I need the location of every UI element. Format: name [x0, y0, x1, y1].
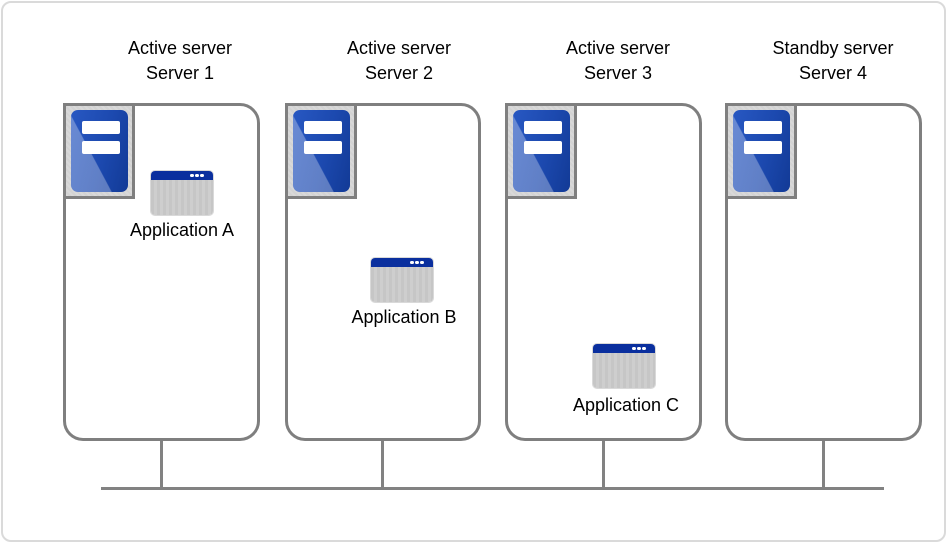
- window-dot-icon: [632, 346, 636, 351]
- window-dot-icon: [415, 260, 419, 265]
- server-1-role: Active server: [127, 38, 233, 58]
- window-dot-icon: [190, 173, 194, 178]
- server-tower-icon: [292, 110, 350, 192]
- app-window-body: [371, 267, 433, 302]
- window-dot-icon: [642, 346, 646, 351]
- network-bus-line: [101, 487, 884, 490]
- app-window-icon: [371, 258, 433, 302]
- app-a-label: Application A: [129, 220, 235, 240]
- server-1-icon-chip: [63, 103, 135, 199]
- server-tower-icon: [732, 110, 790, 192]
- server-1-header: Active server Server 1: [128, 36, 232, 86]
- drive-bay-icon: [523, 141, 562, 154]
- app-window-titlebar: [593, 344, 655, 353]
- server-2-name: Server 2: [364, 63, 434, 83]
- server-1-bus-connector: [160, 441, 163, 488]
- server-4-role: Standby server: [772, 38, 894, 58]
- server-4-icon-chip: [725, 103, 797, 199]
- app-window-body: [593, 353, 655, 388]
- server-2-icon-chip: [285, 103, 357, 199]
- server-2-header: Active server Server 2: [347, 36, 451, 86]
- app-window-body: [151, 180, 213, 215]
- server-4-name: Server 4: [798, 63, 868, 83]
- drive-bay-icon: [303, 141, 342, 154]
- server-tower-icon: [512, 110, 570, 192]
- drive-bay-icon: [743, 121, 782, 134]
- drive-bay-icon: [743, 141, 782, 154]
- window-dot-icon: [195, 173, 199, 178]
- app-window-icon: [151, 171, 213, 215]
- drive-bay-icon: [523, 121, 562, 134]
- window-dot-icon: [420, 260, 424, 265]
- server-4-header: Standby server Server 4: [772, 36, 893, 86]
- app-window-titlebar: [371, 258, 433, 267]
- app-b-label: Application B: [351, 307, 457, 327]
- drive-bay-icon: [81, 121, 120, 134]
- server-2-bus-connector: [381, 441, 384, 488]
- server-4-bus-connector: [822, 441, 825, 488]
- server-3-icon-chip: [505, 103, 577, 199]
- window-dot-icon: [200, 173, 204, 178]
- server-2-role: Active server: [346, 38, 452, 58]
- window-dot-icon: [637, 346, 641, 351]
- drive-bay-icon: [303, 121, 342, 134]
- server-3-bus-connector: [602, 441, 605, 488]
- server-tower-icon: [70, 110, 128, 192]
- server-3-name: Server 3: [583, 63, 653, 83]
- drive-bay-icon: [81, 141, 120, 154]
- app-window-icon: [593, 344, 655, 388]
- server-1-name: Server 1: [145, 63, 215, 83]
- app-window-titlebar: [151, 171, 213, 180]
- window-dot-icon: [410, 260, 414, 265]
- app-c-label: Application C: [572, 395, 680, 415]
- server-3-header: Active server Server 3: [566, 36, 670, 86]
- server-3-role: Active server: [565, 38, 671, 58]
